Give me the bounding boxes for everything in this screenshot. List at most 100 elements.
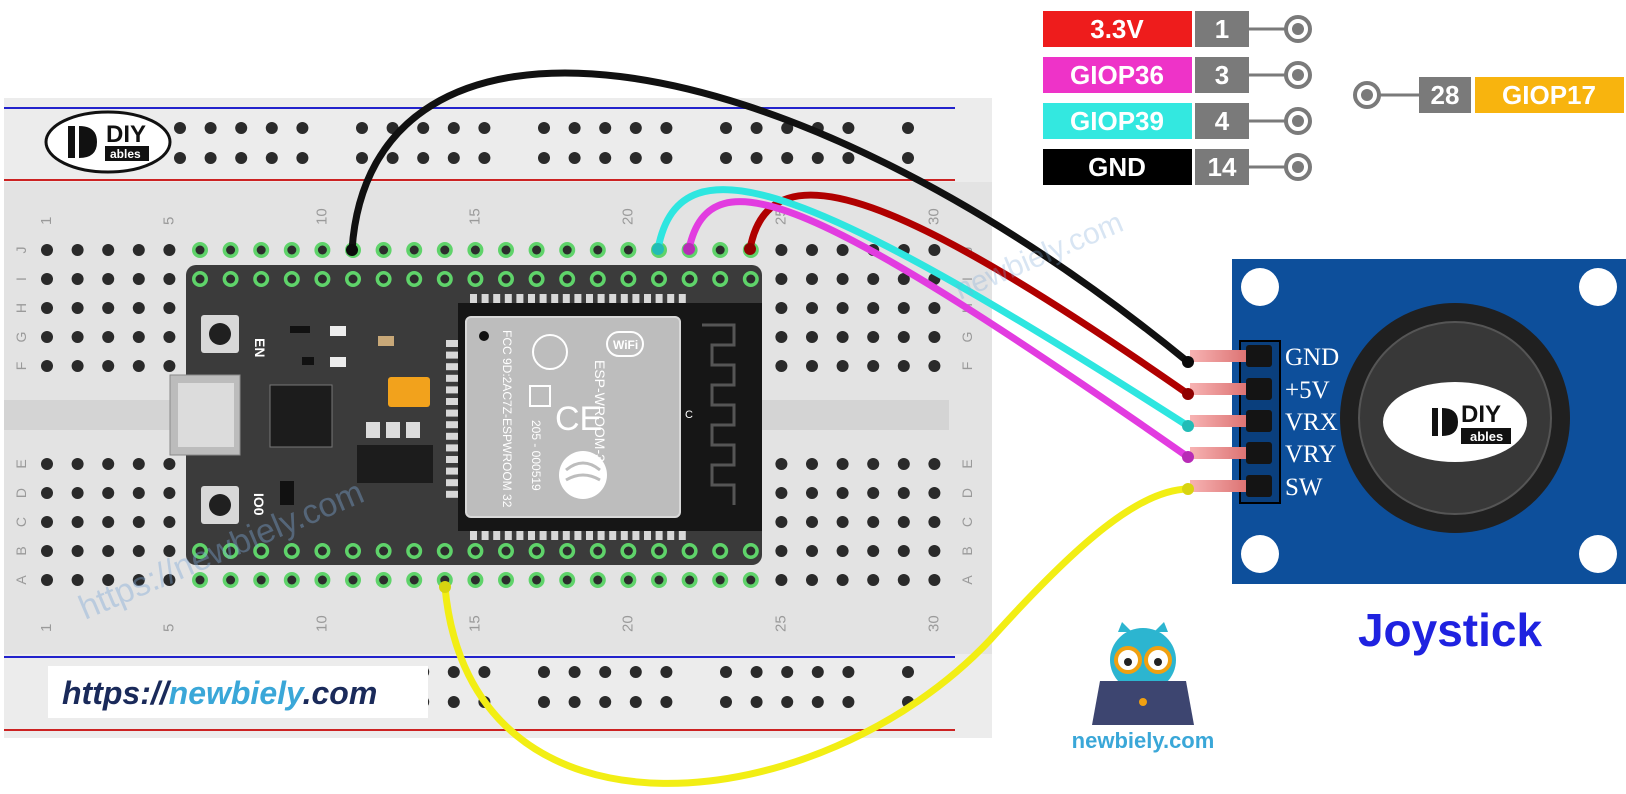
esp32-pin-hole [226,546,236,556]
breadboard-hole [102,545,115,557]
rail-hole [660,696,673,708]
rail-hole [842,122,855,134]
esp32-pin-hole [470,546,480,556]
rail-hole [750,152,763,164]
diyables-logo-subtext: ables [110,147,141,161]
breadboard-hole [71,458,84,470]
esp32-pin-hole [685,274,695,284]
wroom-shield [465,316,681,518]
breadboard-hole [132,487,145,499]
rail-hole [417,152,430,164]
module-pad [667,528,675,540]
antenna-label: C [685,409,693,421]
rail-hole [599,122,612,134]
module-pad [678,294,686,306]
breadboard-hole [163,458,176,470]
row-letter: E [13,459,29,468]
esp32-pin-hole [440,274,450,284]
rail-hole [265,152,278,164]
breadboard-hole [806,331,818,343]
mount-hole-bottom-right [1579,535,1617,573]
breadboard-hole [102,516,115,528]
wire-end-gnd-esp [346,244,358,256]
esp32-pin-hole [317,274,327,284]
esp32-pin-hole [470,575,480,585]
esp32-pin-hole [654,274,664,284]
esp32-pin-hole [226,245,236,255]
rail-hole [204,152,217,164]
breadboard-hole [836,545,849,557]
breadboard-hole [163,360,176,372]
esp32-pin-hole [593,575,603,585]
esp32-pin-hole [532,245,542,255]
breadboard-hole [102,487,115,499]
esp32-pin-hole [501,245,511,255]
breadboard-hole [102,458,115,470]
esp32-pin-hole [746,274,756,284]
breadboard-hole [867,487,880,499]
joystick-pin-label: SW [1285,474,1323,501]
breadboard-hole [71,302,84,314]
wire-sw [441,485,1192,787]
column-number: 20 [619,208,636,225]
breadboard-hole [897,331,910,343]
joystick-pin [1190,415,1254,427]
rail-hole [447,122,460,134]
esp32-pin-hole [226,274,236,284]
column-number: 25 [772,615,789,632]
breadboard-hole [775,574,788,586]
breadboard-hole [806,244,818,256]
esp32-pin-hole [409,245,419,255]
breadboard-hole [897,273,910,285]
breadboard-hole [836,516,849,528]
esp32-pin-hole [562,245,572,255]
esp32-pin-hole [409,274,419,284]
esp32-pin-hole [501,575,511,585]
esp32-pin-hole [287,274,297,284]
module-pad [516,294,524,306]
breadboard-hole [928,458,941,470]
esp32-pin-hole [623,575,633,585]
breadboard-hole [163,545,176,557]
breadboard-hole [132,302,145,314]
joystick-pin-label: GND [1285,344,1339,371]
rail-hole [720,152,732,164]
joystick-title: Joystick [1358,604,1543,656]
esp32-pin-hole [317,546,327,556]
rail-hole [204,122,217,134]
row-letter: C [13,517,29,527]
column-number: 10 [313,208,330,225]
breadboard-hole [897,487,910,499]
legend-pin-number: 1 [1215,14,1229,44]
esp32-pin-hole [195,575,205,585]
esp32-pin-hole [685,575,695,585]
column-number: 30 [925,615,942,632]
breadboard-hole [102,360,115,372]
legend-pin-dot-center [1292,69,1304,81]
esp32-pin-hole [715,245,725,255]
rail-hole [781,666,794,678]
breadboard-hole [41,360,53,372]
breadboard-hole [806,302,818,314]
breadboard-hole [102,331,115,343]
rail-hole [660,122,673,134]
breadboard-hole [163,273,176,285]
breadboard-hole [867,516,880,528]
legend-pin-number-box [1195,149,1249,185]
breadboard-hole [163,487,176,499]
legend-pin-name-box [1043,103,1192,139]
rail-hole [842,666,855,678]
breadboard-hole [71,516,84,528]
diyables-logo-mark-icon [68,126,97,158]
esp32-pin-hole [593,274,603,284]
module-pad [446,421,460,429]
breadboard-hole [928,302,941,314]
breadboard-hole [867,545,880,557]
url-brand: newbiely [169,675,306,711]
module-pad [481,294,489,306]
module-pad [446,479,460,487]
breadboard-hole [163,574,176,586]
breadboard-hole [928,516,941,528]
